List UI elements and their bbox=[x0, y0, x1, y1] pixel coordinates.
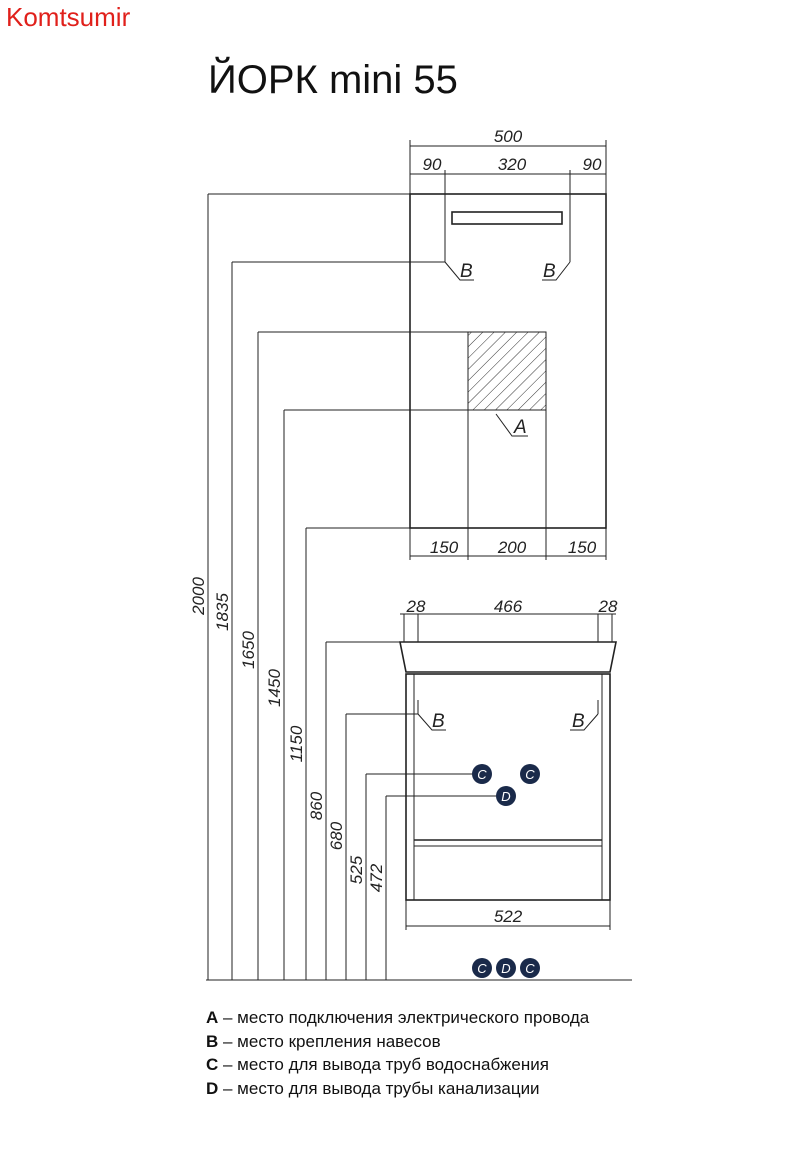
legend-item-b: B – место крепления навесов bbox=[206, 1031, 441, 1051]
height-dimensions bbox=[207, 193, 546, 980]
vanity-top-center: 466 bbox=[494, 597, 523, 616]
height-1835: 1835 bbox=[213, 593, 232, 631]
mirror-outline bbox=[409, 193, 607, 529]
legend-item-c: C – место для вывода труб водоснабжения bbox=[206, 1055, 549, 1074]
svg-text:C: C bbox=[525, 961, 535, 976]
marker-b-mirror-right: B bbox=[543, 261, 556, 282]
marker-c-left: C bbox=[472, 764, 492, 784]
mirror-bottom-left: 150 bbox=[430, 538, 459, 557]
height-2000: 2000 bbox=[189, 577, 208, 616]
mirror-top-center: 320 bbox=[498, 155, 527, 174]
height-472: 472 bbox=[367, 863, 386, 892]
height-525: 525 bbox=[347, 855, 366, 884]
height-860: 860 bbox=[307, 791, 326, 820]
mirror-top-left: 90 bbox=[423, 155, 442, 174]
vanity-body-width: 522 bbox=[494, 907, 523, 926]
mirror-bottom-right: 150 bbox=[568, 538, 597, 557]
page-title: ЙОРК mini 55 bbox=[208, 58, 458, 102]
height-680: 680 bbox=[327, 821, 346, 850]
svg-text:C: C bbox=[477, 767, 487, 782]
height-1150: 1150 bbox=[287, 725, 306, 762]
svg-text:C: C bbox=[477, 961, 487, 976]
vanity-top-left: 28 bbox=[406, 597, 426, 616]
floor-marker-c-left: C bbox=[472, 958, 492, 978]
mirror-width-total: 500 bbox=[494, 127, 523, 146]
technical-drawing: 500 90 320 90 150 200 150 28 466 28 522 … bbox=[189, 127, 632, 981]
floor-marker-d: D bbox=[496, 958, 516, 978]
floor-marker-c-right: C bbox=[520, 958, 540, 978]
brand-watermark: Komtsumir bbox=[6, 2, 131, 32]
marker-b-vanity-right: B bbox=[572, 711, 585, 732]
mirror-bottom-center: 200 bbox=[497, 538, 527, 557]
svg-text:C: C bbox=[525, 767, 535, 782]
marker-d: D bbox=[496, 786, 516, 806]
vanity-top-right: 28 bbox=[598, 597, 618, 616]
mirror-light-bar bbox=[451, 211, 563, 225]
height-1450: 1450 bbox=[265, 669, 284, 707]
marker-c-right: C bbox=[520, 764, 540, 784]
marker-b-vanity-left: B bbox=[432, 711, 445, 732]
legend: A – место подключения электрического про… bbox=[206, 1006, 589, 1100]
socket-area-hatched bbox=[467, 331, 547, 411]
height-1650: 1650 bbox=[239, 631, 258, 669]
vanity-body bbox=[405, 673, 611, 901]
basin-outline bbox=[399, 641, 617, 673]
svg-text:D: D bbox=[501, 789, 510, 804]
mirror-top-right: 90 bbox=[583, 155, 602, 174]
marker-a: A bbox=[513, 417, 527, 438]
legend-item-d: D – место для вывода трубы канализации bbox=[206, 1078, 540, 1098]
svg-text:D: D bbox=[501, 961, 510, 976]
legend-item-a: A – место подключения электрического про… bbox=[206, 1008, 590, 1027]
marker-b-mirror-left: B bbox=[460, 261, 473, 282]
